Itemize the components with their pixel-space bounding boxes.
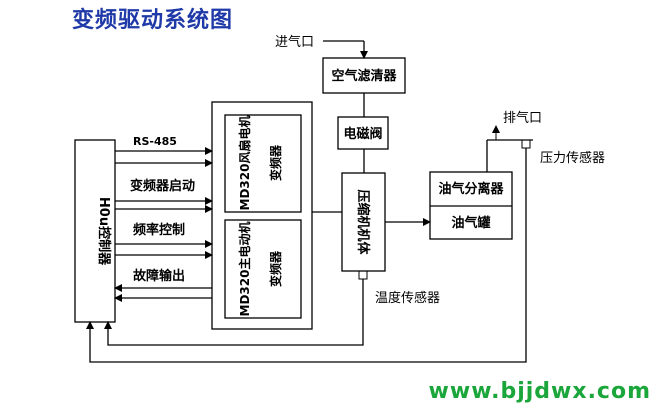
solenoid-valve-label: 电磁阀 xyxy=(343,126,382,142)
solenoid-valve-box xyxy=(337,116,389,150)
main-inverter-label-2: 变频器 xyxy=(268,250,283,287)
main-inverter-label-1: MD320主电动机 xyxy=(237,222,252,317)
diagram-title: 变频驱动系统图 xyxy=(72,8,234,33)
air-inlet-label: 进气口 xyxy=(275,34,314,50)
pressure-sensor-label: 压力传感器 xyxy=(540,150,605,166)
temp-sensor-label: 温度传感器 xyxy=(375,290,440,306)
fan-inverter-box xyxy=(224,114,302,213)
main-inverter-box xyxy=(224,219,302,319)
compressor-label: 压缩机机体 xyxy=(355,189,371,255)
controller-label: H0u控制器 xyxy=(96,197,112,266)
inverter-frame xyxy=(211,101,313,330)
watermark: www.bjjdwx.com xyxy=(428,379,651,404)
controller-box xyxy=(74,139,116,323)
fault-output-label: 故障输出 xyxy=(133,268,185,284)
air-filter-label: 空气滤清器 xyxy=(331,68,397,84)
oil-separator-label: 油气分离器 xyxy=(438,181,504,197)
oil-tank-label: 油气罐 xyxy=(451,215,490,231)
inverter-start-label: 变频器启动 xyxy=(130,178,195,194)
fan-inverter-label-1: MD320风扇电机 xyxy=(237,116,252,211)
exhaust-label: 排气口 xyxy=(503,110,542,126)
fan-inverter-label-2: 变频器 xyxy=(268,144,283,181)
frequency-control-label: 频率控制 xyxy=(133,222,185,238)
rs485-label: RS-485 xyxy=(133,135,177,148)
